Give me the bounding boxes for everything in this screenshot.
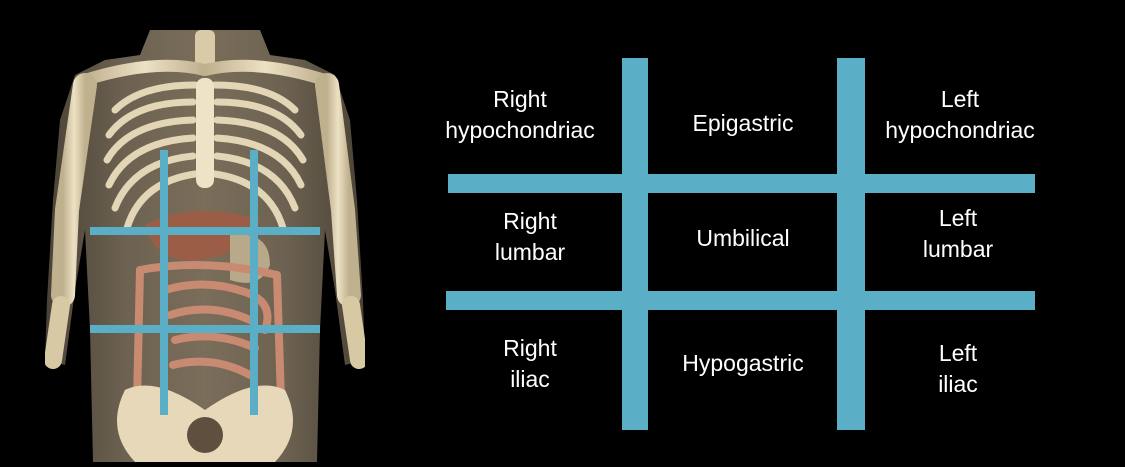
left-clavicle: [79, 59, 211, 86]
figure-vertical-line-left: [250, 150, 258, 415]
figure-horizontal-line-upper: [90, 227, 320, 235]
label-right-lumbar: Right lumbar: [494, 208, 566, 265]
left-forearm: [342, 296, 365, 369]
label-right-iliac: Right iliac: [503, 335, 557, 392]
grid-vertical-line-1: [622, 58, 648, 430]
label-umbilical: Umbilical: [696, 225, 790, 251]
rib-cage: [103, 81, 307, 232]
grid-horizontal-line-2: [446, 291, 1035, 310]
right-humerus: [51, 73, 97, 307]
intestines: [133, 261, 285, 404]
right-clavicle: [199, 59, 331, 86]
right-forearm: [45, 296, 70, 369]
figure-vertical-line-right: [160, 150, 168, 415]
grid-vertical-line-2: [837, 58, 865, 430]
torso-skeleton-illustration: [45, 30, 365, 462]
label-left-iliac: Left iliac: [938, 340, 978, 397]
label-left-hypochondriac: Left hypochondriac: [885, 86, 1035, 143]
grid-horizontal-line-1: [448, 174, 1035, 193]
sternum: [196, 78, 214, 188]
left-humerus: [315, 73, 361, 307]
label-right-hypochondriac: Right hypochondriac: [445, 86, 595, 143]
label-hypogastric: Hypogastric: [682, 350, 804, 376]
label-left-lumbar: Left lumbar: [922, 205, 994, 262]
label-epigastric: Epigastric: [692, 110, 794, 136]
cervical-spine: [195, 30, 215, 70]
figure-horizontal-line-lower: [90, 325, 320, 333]
pelvis-opening: [187, 417, 223, 453]
